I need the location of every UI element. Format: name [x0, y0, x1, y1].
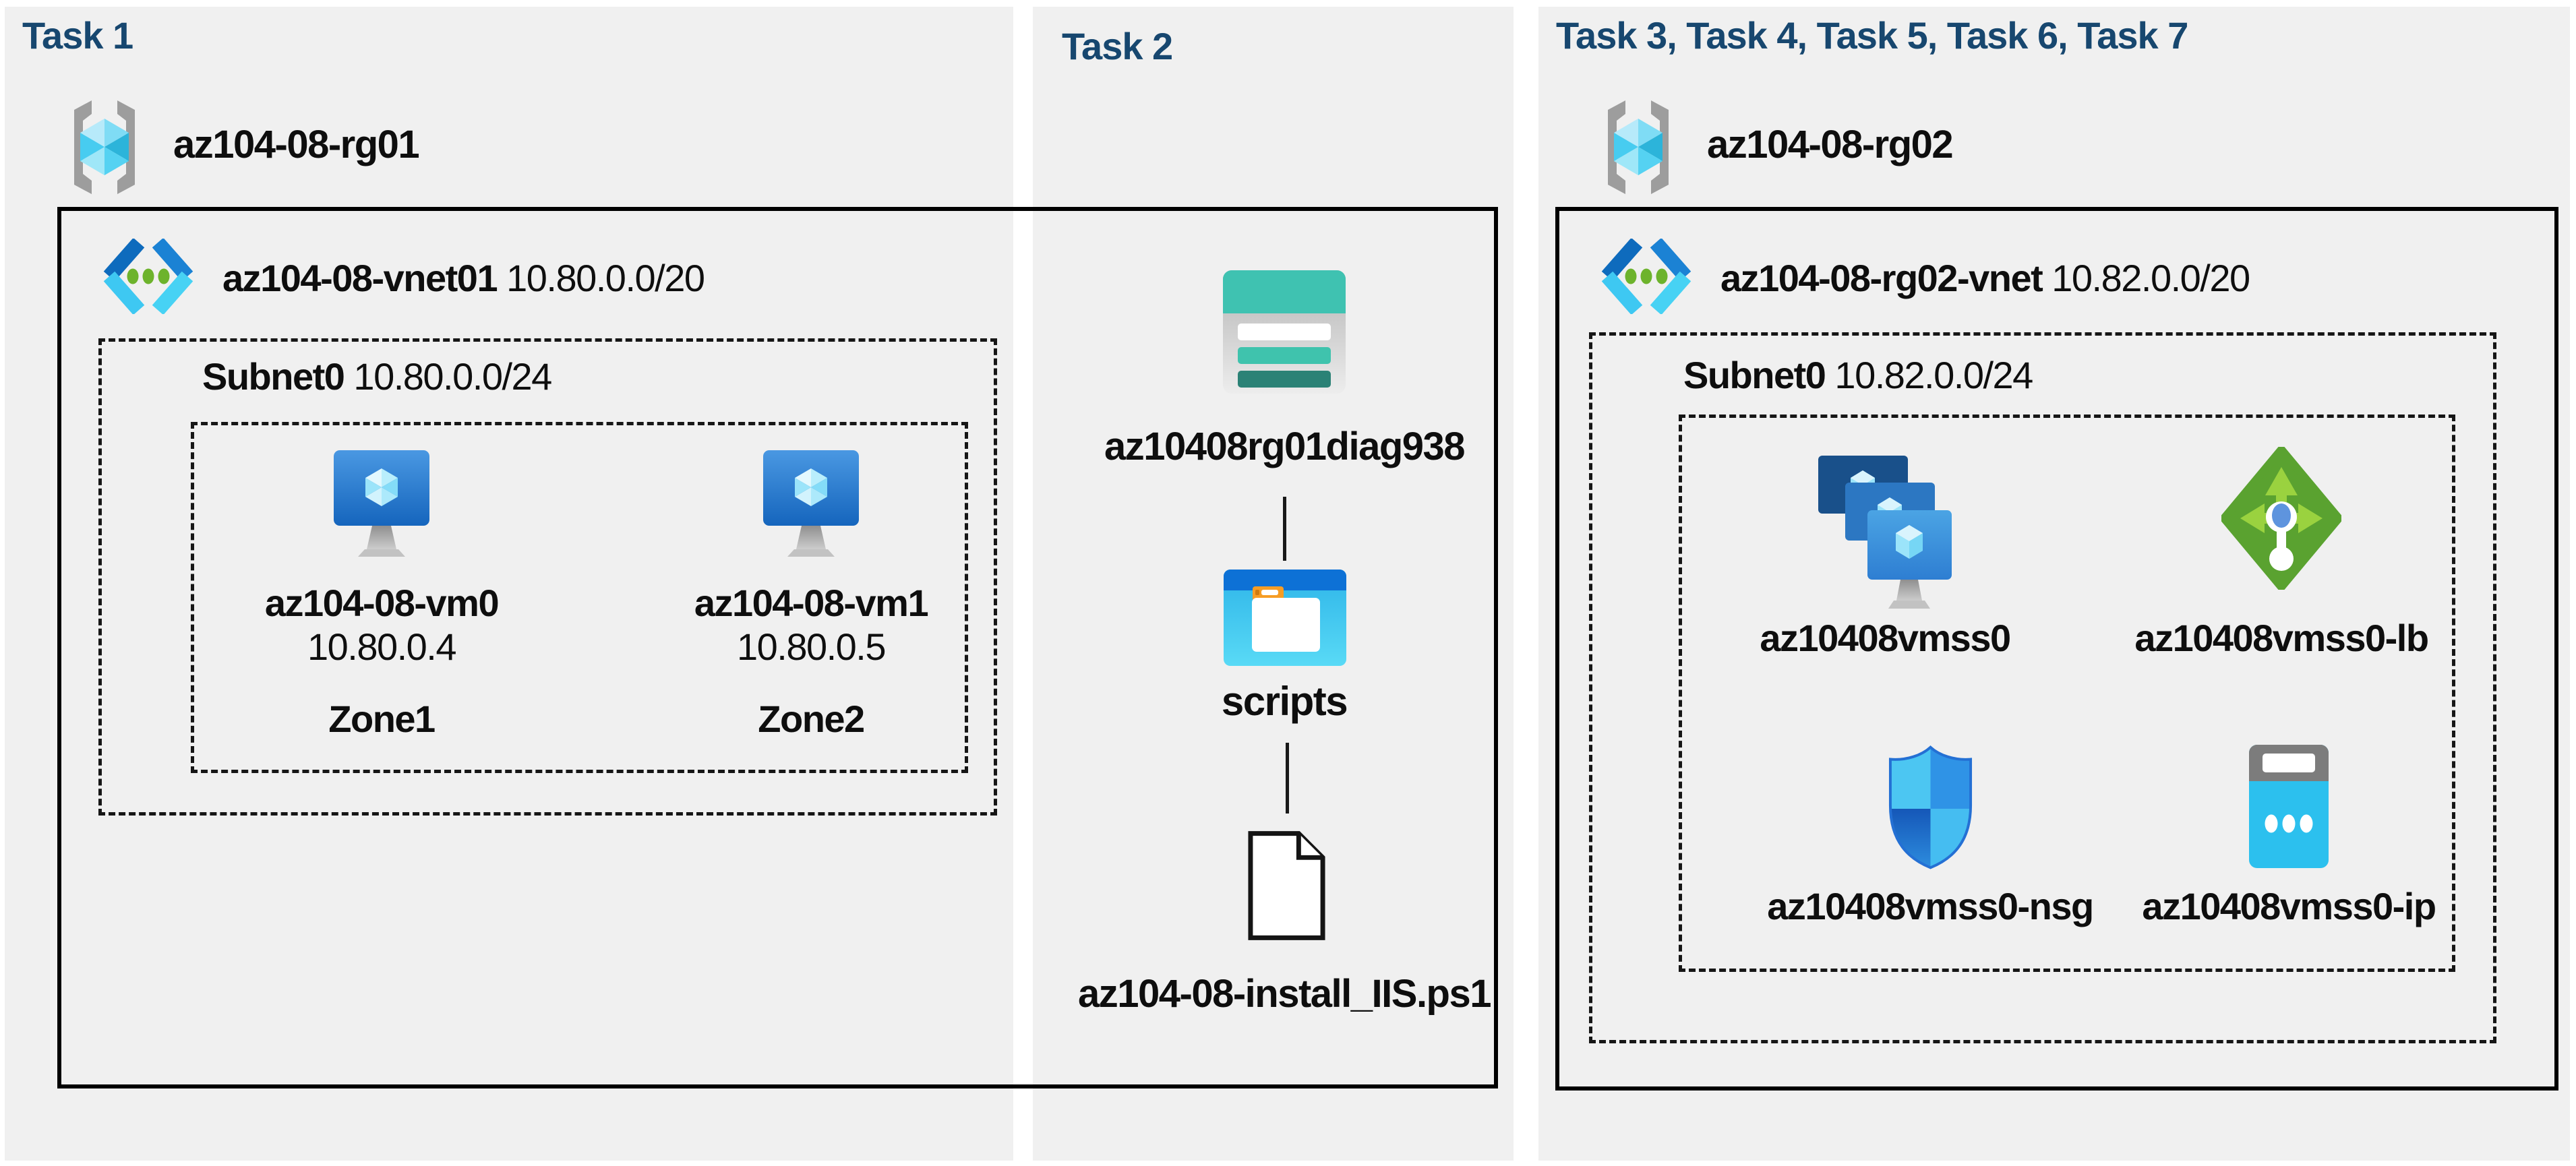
network-security-group-icon	[1886, 743, 1975, 871]
folder-label: scripts	[1221, 679, 1348, 724]
vmss-box	[1679, 415, 2455, 972]
connector-storage-folder	[1283, 497, 1286, 561]
subnet1-box	[98, 338, 997, 816]
vm-zone-box	[191, 422, 968, 773]
vnet1-name: az104-08-vnet01	[222, 257, 498, 299]
vnet2-cidr: 10.82.0.0/20	[2051, 257, 2250, 299]
task2-title: Task 2	[1062, 25, 1173, 67]
task1-title: Task 1	[22, 14, 133, 57]
rg1-label: az104-08-rg01	[173, 123, 420, 166]
nsg-label: az10408vmss0-nsg	[1767, 885, 2094, 927]
subnet1-cidr: 10.80.0.0/24	[353, 355, 552, 398]
subnet2-cidr: 10.82.0.0/24	[1834, 354, 2033, 396]
connector-folder-file	[1286, 743, 1289, 814]
virtual-network-icon	[1596, 239, 1696, 314]
vm0-name: az104-08-vm0	[264, 582, 500, 624]
resource-group-icon	[1594, 99, 1682, 195]
vmss-label: az10408vmss0	[1760, 617, 2011, 659]
vnet2-name: az104-08-rg02-vnet	[1720, 257, 2043, 299]
file-icon	[1245, 828, 1328, 944]
load-balancer-icon	[2221, 447, 2341, 590]
vnet2-box	[1555, 207, 2558, 1091]
virtual-network-icon	[98, 239, 198, 314]
subnet2-name: Subnet0	[1683, 354, 1826, 396]
subnet1-name: Subnet0	[202, 355, 345, 398]
storage-account-icon	[1223, 270, 1346, 394]
public-ip-icon	[2249, 745, 2329, 868]
vm0-ip: 10.80.0.4	[307, 625, 457, 668]
public-ip-label: az10408vmss0-ip	[2142, 885, 2436, 927]
subnet2-box	[1589, 332, 2496, 1043]
vm0-zone: Zone1	[328, 698, 436, 740]
resource-group-icon	[61, 99, 148, 195]
load-balancer-label: az10408vmss0-lb	[2134, 617, 2429, 659]
vnet1-box	[57, 207, 1498, 1088]
vm-scale-set-icon	[1818, 453, 1952, 613]
storage-account-label: az10408rg01diag938	[1104, 425, 1466, 468]
panel-task1	[5, 7, 1013, 1161]
task3-title: Task 3, Task 4, Task 5, Task 6, Task 7	[1556, 14, 2188, 57]
vnet1-cidr: 10.80.0.0/20	[506, 257, 705, 299]
vm1-name: az104-08-vm1	[694, 582, 929, 624]
rg2-label: az104-08-rg02	[1707, 123, 1954, 166]
script-file-label: az104-08-install_IIS.ps1	[1078, 972, 1492, 1016]
panel-task3	[1538, 7, 2570, 1161]
virtual-machine-icon	[334, 450, 429, 557]
folder-icon	[1224, 570, 1346, 666]
virtual-machine-icon	[763, 450, 859, 557]
vm1-zone: Zone2	[758, 698, 865, 740]
vm1-ip: 10.80.0.5	[736, 625, 887, 668]
